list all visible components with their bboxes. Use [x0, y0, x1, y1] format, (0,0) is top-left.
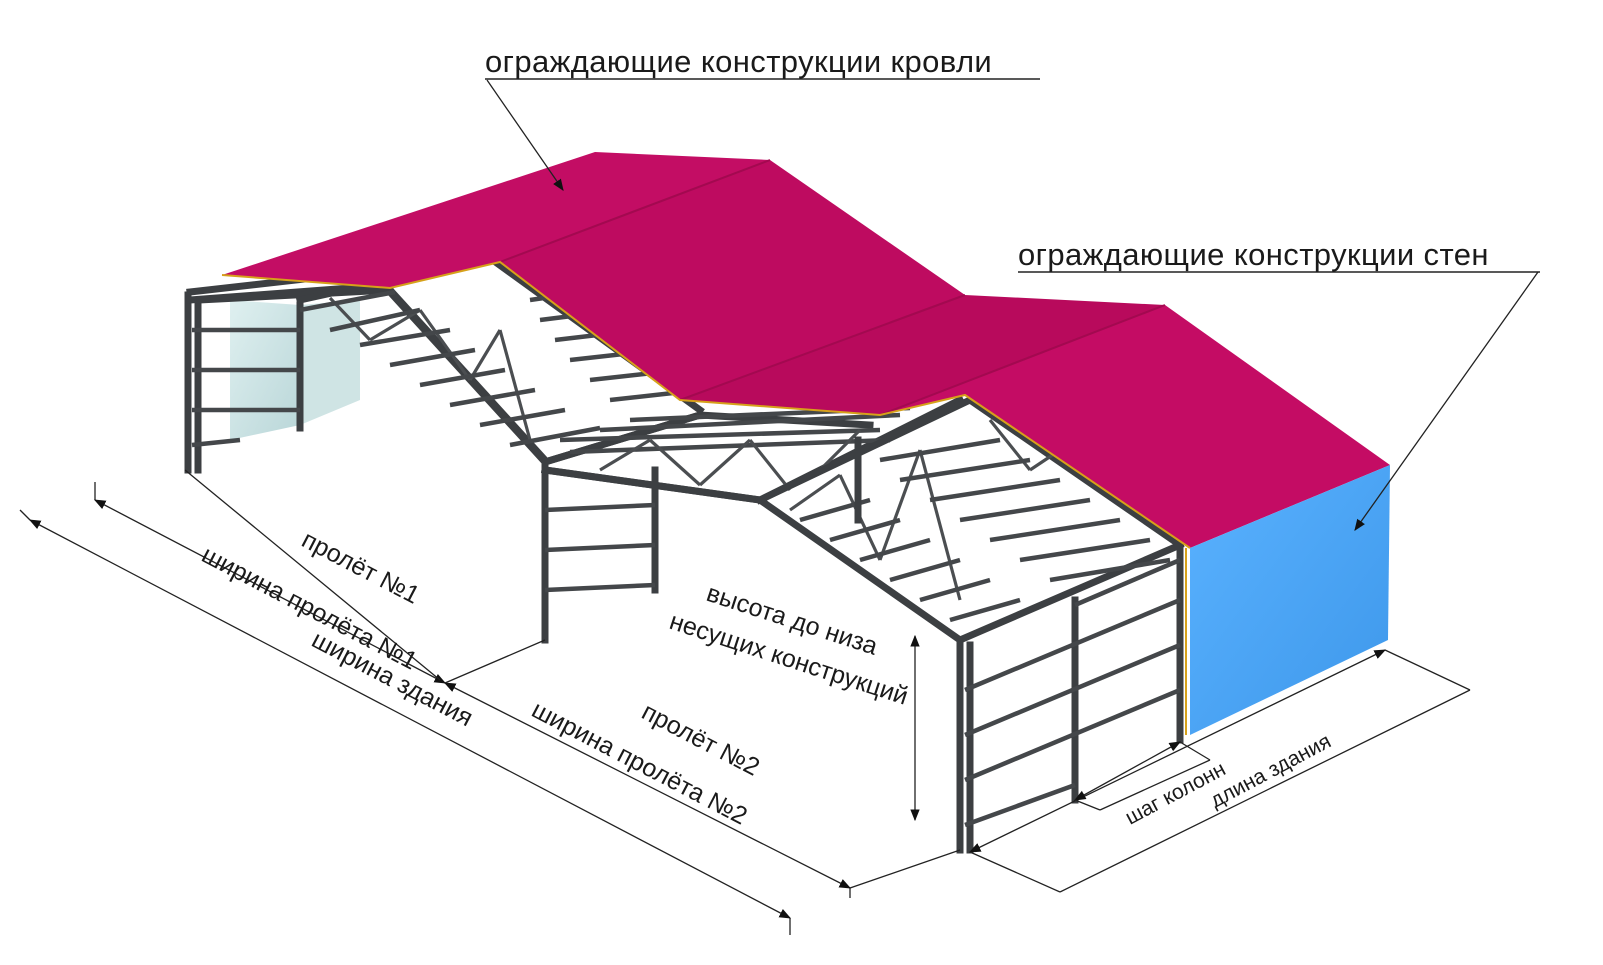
end-wall-glazing-2	[300, 300, 360, 425]
span2-width-dim	[443, 682, 852, 889]
roof-cladding-label: ограждающие конструкции кровли	[485, 44, 992, 79]
column-step-dim	[1073, 741, 1182, 801]
span1-width-label: ширина пролёта №1	[197, 540, 422, 675]
roof-panel-4	[880, 305, 1390, 548]
roof-cladding	[221, 152, 1390, 549]
wall-cladding-label: ограждающие конструкции стен	[1018, 237, 1489, 272]
roof-panel-2	[500, 160, 965, 400]
wall-leader	[1354, 271, 1539, 531]
span1-dim	[184, 469, 441, 681]
roof-leader	[486, 79, 564, 191]
dimension-lines	[19, 469, 1471, 935]
span2-dim	[444, 639, 546, 684]
roof-panel-1	[222, 152, 770, 288]
valley-trusses	[540, 395, 965, 504]
roof-panel-3	[680, 295, 1165, 415]
middle-girts	[544, 502, 656, 593]
span1-width-dim	[93, 499, 447, 684]
